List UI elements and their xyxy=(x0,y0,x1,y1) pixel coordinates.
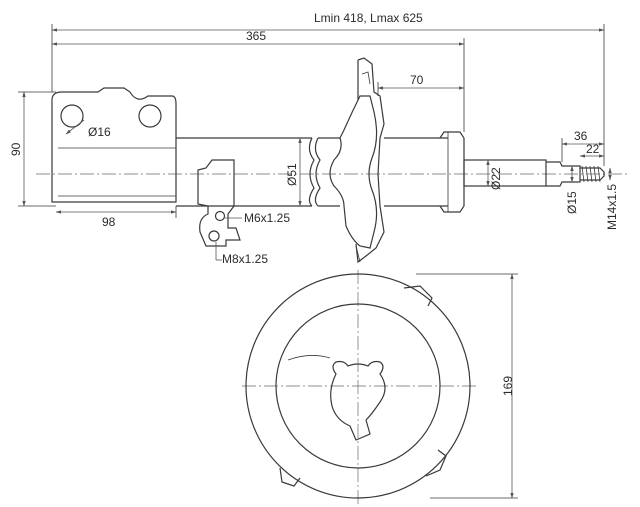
dim-rod-diameter: Ø22 xyxy=(489,167,503,190)
strut-tube xyxy=(176,137,315,207)
dim-thread-size: M14x1.5 xyxy=(605,184,619,230)
piston-rod xyxy=(463,159,547,187)
dim-bolt-m8: M8x1.25 xyxy=(222,252,268,266)
dust-cover xyxy=(439,131,465,213)
spring-seat-side xyxy=(329,95,378,249)
dim-thread-length: 36 xyxy=(574,129,588,143)
dim-body-diameter: Ø51 xyxy=(285,163,299,186)
center-mount-hole xyxy=(330,360,386,441)
threaded-end xyxy=(580,167,605,181)
dim-bracket-length: 98 xyxy=(102,215,116,229)
knuckle-bracket xyxy=(51,87,177,203)
dim-hole-diameter: Ø16 xyxy=(88,125,111,139)
bracket-hole-upper-left xyxy=(60,104,84,128)
spring-seat-tab-top xyxy=(403,285,433,307)
dim-thread-end: 22 xyxy=(586,142,600,156)
bracket-hole-upper-right xyxy=(138,104,162,128)
bolt-hole-m6 xyxy=(214,210,226,222)
bolt-hole-m8 xyxy=(208,230,220,242)
dim-overall-length: 365 xyxy=(246,29,266,43)
top-view xyxy=(242,270,518,505)
side-view xyxy=(36,57,630,264)
spring-seat-outer xyxy=(245,273,471,499)
spring-seat-tab-bottom-left xyxy=(279,467,301,487)
dimension-lines xyxy=(18,24,612,261)
dim-height: 90 xyxy=(9,142,23,156)
dim-length-range: Lmin 418, Lmax 625 xyxy=(314,11,423,25)
dim-top-mount-offset: 70 xyxy=(410,73,424,87)
sensor-bracket xyxy=(197,159,241,247)
spring-seat-inner xyxy=(275,303,441,469)
dim-piston-rod-diameter: Ø15 xyxy=(565,191,579,214)
dim-bolt-m6: M6x1.25 xyxy=(244,211,290,225)
spring-seat-tab-bottom-right xyxy=(425,449,447,477)
dim-spring-seat-diameter: 169 xyxy=(501,376,515,396)
